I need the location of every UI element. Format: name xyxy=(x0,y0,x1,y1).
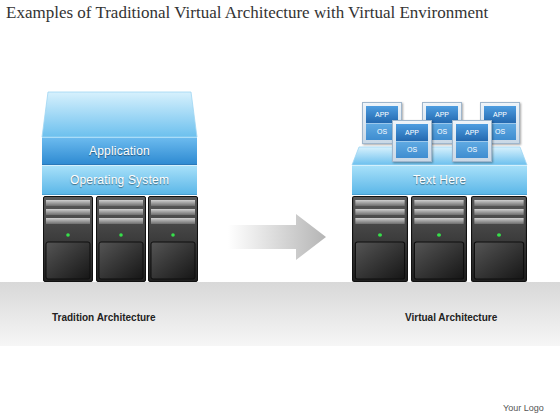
server-tower xyxy=(44,197,93,282)
os-layer: Operating System xyxy=(42,165,197,195)
architecture-caption: Virtual Architecture xyxy=(405,312,497,323)
logo-placeholder: Your Logo xyxy=(503,403,544,413)
os-label: OS xyxy=(456,141,488,159)
server-tower xyxy=(149,197,198,282)
layer-label: Text Here xyxy=(352,173,527,187)
app-label: APP xyxy=(396,124,428,141)
transition-arrow xyxy=(228,214,326,260)
floor xyxy=(0,282,560,346)
application-layer: Application xyxy=(42,137,197,165)
server-tower xyxy=(353,197,408,282)
layer-label: Operating System xyxy=(42,173,197,187)
vm-box: APPOS xyxy=(392,120,432,162)
architecture-caption: Tradition Architecture xyxy=(52,312,156,323)
top-face xyxy=(42,92,197,137)
virtualization-layer: Text Here xyxy=(352,165,527,195)
server-tower xyxy=(97,197,146,282)
layer-label: Application xyxy=(42,144,197,158)
vm-box: APPOS xyxy=(452,120,492,162)
server-tower xyxy=(472,197,527,282)
app-label: APP xyxy=(456,124,488,141)
page-title: Examples of Traditional Virtual Architec… xyxy=(6,3,488,23)
server-tower xyxy=(412,197,467,282)
os-label: OS xyxy=(396,141,428,159)
top-face xyxy=(352,147,527,165)
